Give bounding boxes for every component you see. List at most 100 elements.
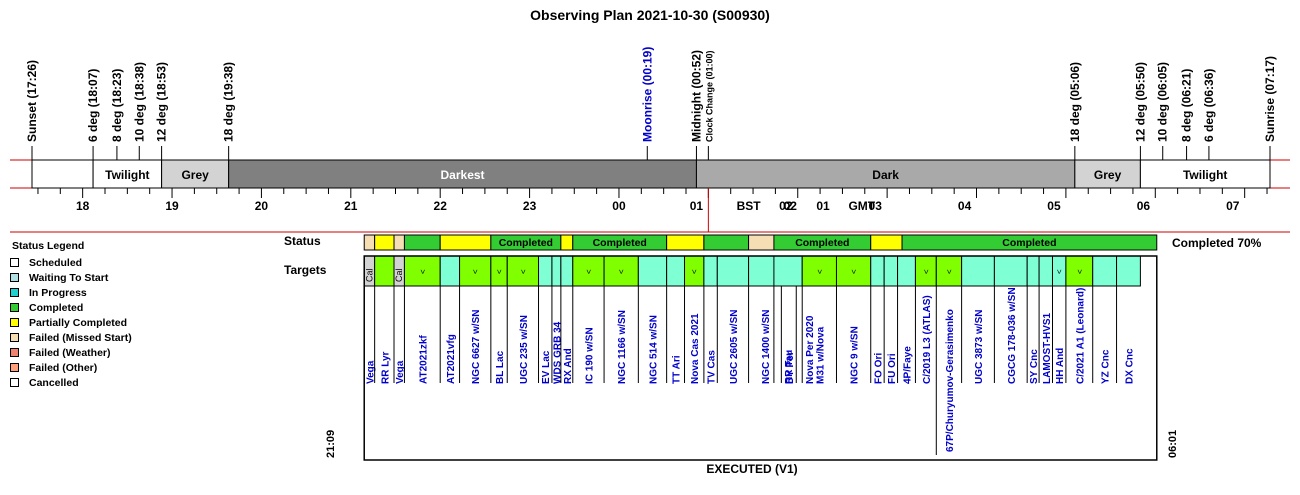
event-label: 10 deg (18:38)	[132, 62, 146, 142]
target-name: WDS GRB 34	[552, 321, 563, 384]
hour-tick-label: 22	[434, 199, 448, 213]
legend-label: Cancelled	[29, 376, 79, 389]
status-block	[403, 234, 441, 251]
target-block	[716, 255, 750, 287]
legend-item: Cancelled	[10, 375, 160, 390]
status-block	[901, 234, 1158, 251]
target-block	[1092, 255, 1118, 287]
legend-title: Status Legend	[12, 240, 85, 252]
legend-swatch	[10, 258, 19, 267]
target-name: TT Ari	[672, 355, 683, 384]
target-name: IC 190 w/SN	[584, 327, 595, 384]
target-flag: Cal	[364, 268, 374, 282]
target-name: NGC 9 w/SN	[850, 326, 861, 384]
event-label: 6 deg (18:07)	[86, 69, 100, 142]
status-block	[363, 234, 376, 251]
legend-label: Completed	[29, 301, 84, 314]
event-label: 12 deg (05:50)	[1133, 62, 1147, 142]
event-label: 12 deg (18:53)	[155, 62, 169, 142]
phase-label: Darkest	[441, 168, 485, 182]
target-flag: <	[519, 269, 528, 274]
target-block	[870, 255, 885, 287]
event-label: Clock Change (01:00)	[704, 50, 714, 142]
window-start-label: 21:09	[325, 430, 337, 458]
target-block	[1026, 255, 1040, 287]
legend-label: Waiting To Start	[29, 271, 109, 284]
hour-tick-label: 03	[869, 199, 883, 213]
target-name: BL Lac	[495, 350, 506, 384]
legend-label: Failed (Weather)	[29, 346, 111, 359]
target-block	[835, 255, 872, 287]
target-block	[961, 255, 995, 287]
target-name: UGC 2605 w/SN	[729, 310, 740, 384]
target-name: Nova Per 2020	[805, 315, 816, 384]
legend-item: Partially Completed	[10, 315, 160, 330]
status-block-label: Completed	[593, 237, 647, 249]
target-flag: <	[418, 269, 427, 274]
timezone-label: GMT	[848, 199, 875, 213]
phase-block	[31, 159, 94, 189]
target-name: CGCG 178-036 w/SN	[1007, 287, 1018, 384]
legend-swatch	[10, 318, 19, 327]
hour-tick-label: 07	[1226, 199, 1240, 213]
target-name: RR Tau	[784, 350, 795, 384]
target-flag: <	[1055, 269, 1064, 274]
target-name: FU Ori	[887, 353, 898, 384]
target-block	[637, 255, 668, 287]
status-block	[870, 234, 903, 251]
phase-label: Grey	[1094, 168, 1122, 182]
target-flag: <	[495, 269, 504, 274]
target-name: Vega	[365, 360, 376, 384]
target-block	[560, 255, 574, 287]
legend-swatch	[10, 303, 19, 312]
phase-block	[92, 159, 163, 189]
legend-item: Failed (Weather)	[10, 345, 160, 360]
target-flag: <	[945, 269, 954, 274]
target-flag: <	[922, 269, 931, 274]
target-flag: <	[690, 269, 699, 274]
hour-tick-label: 20	[255, 199, 269, 213]
event-label: 10 deg (06:05)	[1156, 62, 1170, 142]
target-name: RX And	[563, 348, 574, 384]
target-block	[439, 255, 461, 287]
hour-tick-label: 19	[165, 199, 179, 213]
event-label: Sunrise (07:17)	[1263, 56, 1277, 142]
phase-label: Twilight	[105, 168, 149, 182]
target-flag: <	[850, 269, 859, 274]
target-name: NGC 514 w/SN	[648, 315, 659, 384]
status-block-label: Completed	[795, 237, 849, 249]
legend-swatch	[10, 363, 19, 372]
status-row-label: Status	[284, 234, 321, 248]
target-name: DY Per	[785, 351, 796, 384]
target-name: UGC 3873 w/SN	[974, 310, 985, 384]
timezone-label: BST	[737, 199, 762, 213]
window-end-label: 06:01	[1167, 430, 1179, 458]
event-label: 8 deg (18:23)	[110, 69, 124, 142]
execution-frame	[363, 255, 1158, 461]
legend-label: Failed (Missed Start)	[29, 331, 132, 344]
target-name: Nova Cas 2021	[690, 313, 701, 384]
target-name: SY Cnc	[1029, 349, 1040, 384]
target-name: NGC 1400 w/SN	[761, 310, 772, 384]
legend-swatch	[10, 273, 19, 282]
target-name: NGC 6627 w/SN	[471, 310, 482, 384]
target-block	[1116, 255, 1141, 287]
target-name: UGC 235 w/SN	[519, 315, 530, 384]
timezone-label: 01	[816, 199, 830, 213]
target-block	[551, 255, 562, 287]
legend-swatch	[10, 333, 19, 342]
target-name: HH And	[1055, 348, 1066, 384]
status-block	[439, 234, 492, 251]
target-block	[883, 255, 899, 287]
target-name: 4P/Faye	[902, 346, 913, 384]
legend-label: In Progress	[29, 286, 87, 299]
legend-swatch	[10, 288, 19, 297]
target-block	[1038, 255, 1053, 287]
target-name: C/2019 L3 (ATLAS)	[922, 295, 933, 384]
completion-summary: Completed 70%	[1172, 236, 1262, 250]
legend-item: Scheduled	[10, 255, 160, 270]
hour-tick-label: 01	[690, 199, 704, 213]
status-block-label: Completed	[1002, 237, 1056, 249]
